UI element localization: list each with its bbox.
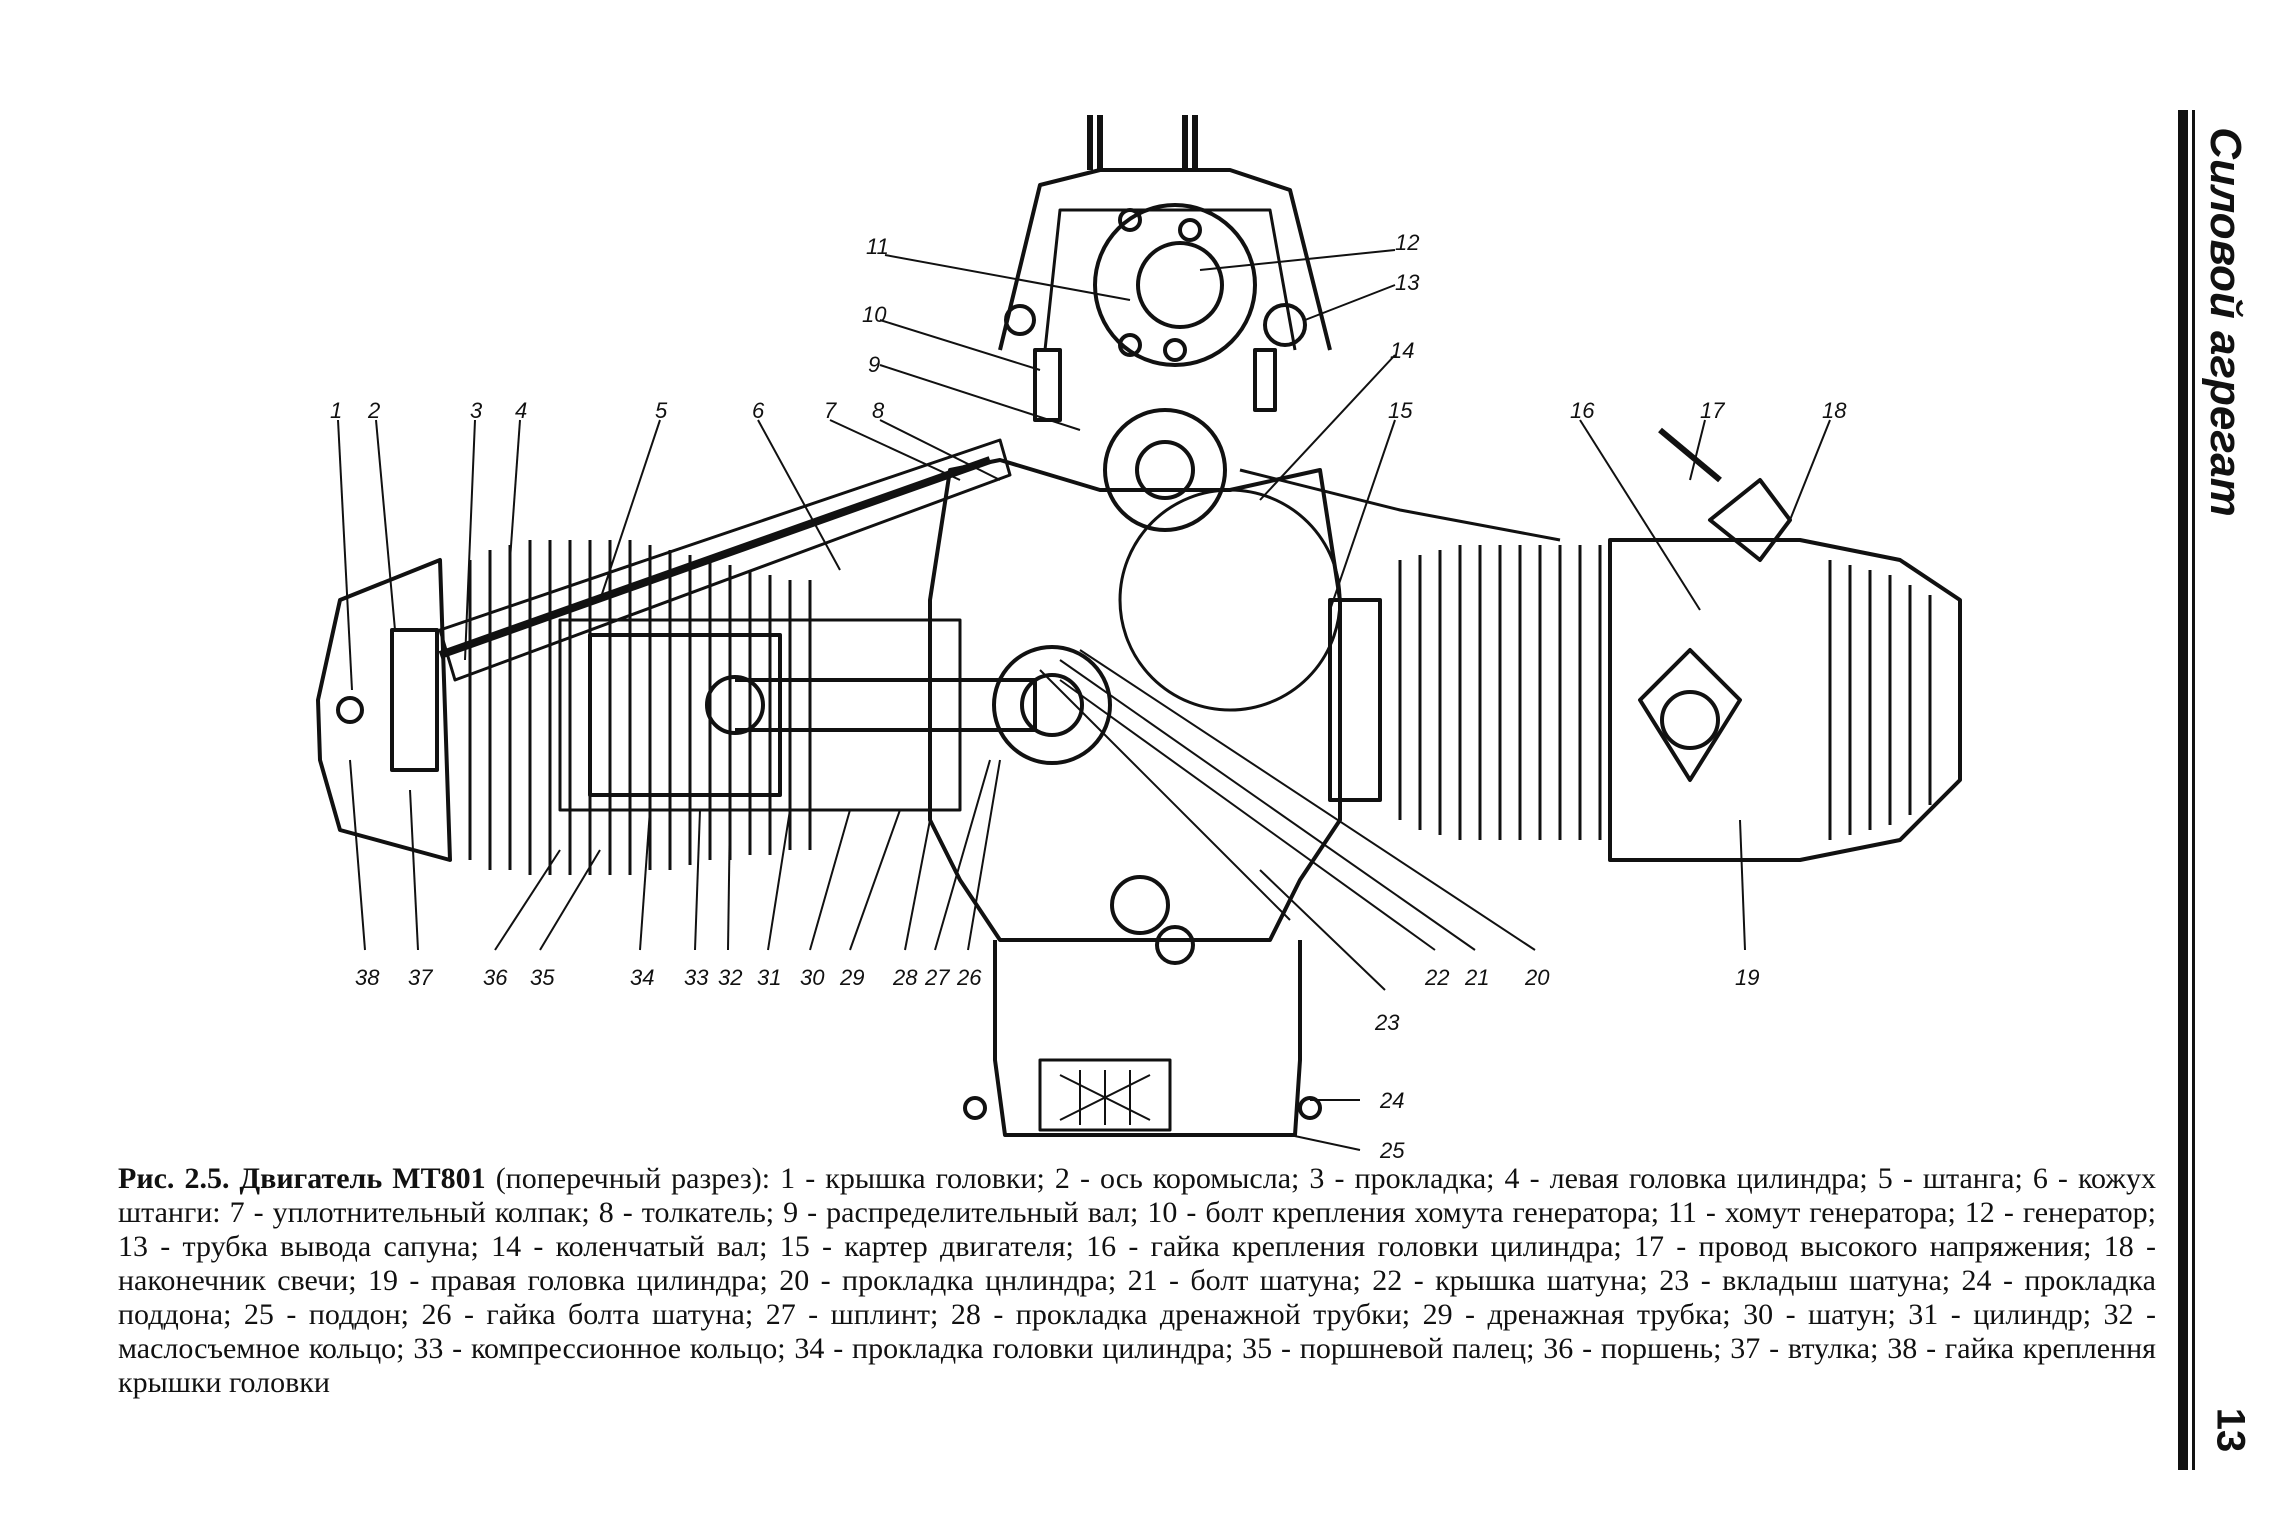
- callout-28: 28: [892, 965, 918, 990]
- callout-6: 6: [752, 398, 765, 423]
- callout-26: 26: [956, 965, 982, 990]
- left-cylinder: [558, 618, 962, 812]
- piston-pin: [705, 675, 765, 735]
- callout-3: 3: [470, 398, 483, 423]
- callout-38: 38: [355, 965, 380, 990]
- callout-37: 37: [408, 965, 433, 990]
- generator-housing: [998, 168, 1332, 351]
- callout-33: 33: [684, 965, 709, 990]
- callout-15: 15: [1388, 398, 1413, 423]
- callout-14: 14: [1390, 338, 1414, 363]
- callout-24: 24: [1379, 1088, 1404, 1113]
- margin-rule-thin: [2192, 110, 2195, 1470]
- crankcase: [928, 458, 1342, 942]
- conrod-big-end: [992, 645, 1112, 765]
- callout-29: 29: [839, 965, 864, 990]
- callout-21: 21: [1464, 965, 1489, 990]
- callout-27: 27: [924, 965, 950, 990]
- callout-20: 20: [1524, 965, 1550, 990]
- callout-7: 7: [824, 398, 837, 423]
- callout-34: 34: [630, 965, 654, 990]
- callout-19: 19: [1735, 965, 1759, 990]
- right-cylinder-gasket: [1328, 598, 1382, 802]
- right-cylinder-head: [1608, 538, 1962, 862]
- generator-terminals: [1087, 115, 1198, 170]
- callout-22: 22: [1424, 965, 1449, 990]
- callout-2: 2: [367, 398, 380, 423]
- push-rod: [438, 456, 992, 659]
- generator-center: [1136, 241, 1224, 329]
- left-cylinder-head: [316, 558, 452, 862]
- camshaft: [1103, 408, 1227, 532]
- rocker-axis: [390, 628, 439, 772]
- left-cylinder-fins: [468, 540, 812, 875]
- callout-13: 13: [1395, 270, 1420, 295]
- callout-10: 10: [862, 302, 887, 327]
- callout-5: 5: [655, 398, 668, 423]
- margin-rule-thick: [2178, 110, 2188, 1470]
- exhaust-flange: [1638, 648, 1742, 782]
- callout-16: 16: [1570, 398, 1595, 423]
- callout-4: 4: [515, 398, 527, 423]
- right-head-fins: [1828, 560, 1932, 840]
- connecting-rod: [735, 678, 1037, 732]
- figure-caption: Рис. 2.5. Двигатель МТ801 (поперечный ра…: [118, 1162, 2156, 1400]
- push-rod-tube: [438, 438, 1012, 682]
- callout-31: 31: [757, 965, 781, 990]
- caption-label: Рис. 2.5. Двигатель МТ801: [118, 1162, 486, 1195]
- crankshaft: [1118, 488, 1342, 712]
- generator: [1093, 203, 1257, 367]
- oil-pan: [993, 940, 1302, 1137]
- callout-25: 25: [1379, 1138, 1405, 1163]
- piston: [588, 633, 782, 797]
- callout-36: 36: [483, 965, 508, 990]
- callout-32: 32: [718, 965, 742, 990]
- oil-pan-screen: [1038, 1058, 1172, 1132]
- hv-wire: [1658, 427, 1722, 483]
- callout-8: 8: [872, 398, 885, 423]
- callout-11: 11: [866, 234, 889, 259]
- spark-plug-cap: [1708, 478, 1792, 562]
- breather-pipe: [1239, 468, 1561, 542]
- callout-9: 9: [868, 352, 880, 377]
- callout-17: 17: [1700, 398, 1725, 423]
- breather-tube: [1263, 303, 1307, 347]
- callout-12: 12: [1395, 230, 1419, 255]
- callout-23: 23: [1374, 1010, 1400, 1035]
- callout-30: 30: [800, 965, 825, 990]
- callout-18: 18: [1822, 398, 1847, 423]
- right-cylinder-fins: [1398, 545, 1602, 840]
- generator-housing-inner: [1043, 208, 1297, 351]
- callout-35: 35: [530, 965, 555, 990]
- callout-1: 1: [330, 398, 342, 423]
- caption-text: (поперечный разрез): 1 - крышка головки;…: [118, 1162, 2156, 1399]
